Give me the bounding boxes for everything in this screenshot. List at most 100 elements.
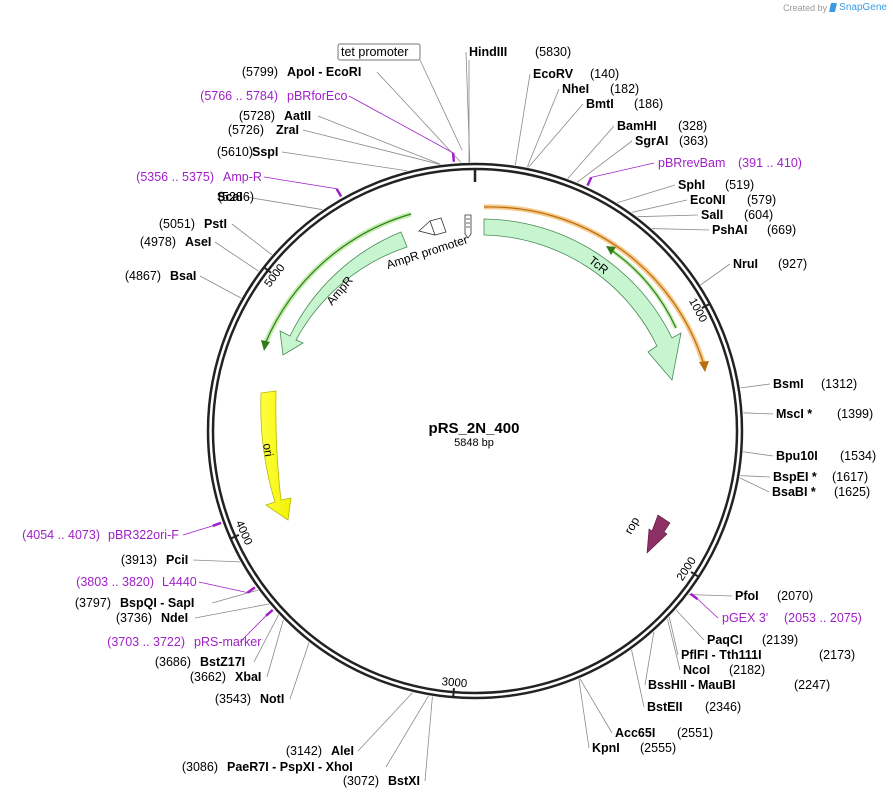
enzyme-site-bsmi[interactable]: BsmI(1312) — [773, 377, 857, 391]
primer-position: (5356 .. 5375) — [136, 170, 214, 184]
enzyme-site-bstz17i[interactable]: (3686)BstZ17I — [155, 655, 245, 669]
enzyme-site-zrai[interactable]: (5726)ZraI — [228, 123, 299, 137]
enzyme-site-paer7i[interactable]: (3086)PaeR7I - PspXI - XhoI — [182, 760, 353, 774]
feature-tet-promoter[interactable] — [464, 214, 472, 239]
enzyme-site-econi[interactable]: EcoNI(579) — [690, 193, 776, 207]
primer-arc-green-right[interactable] — [606, 246, 678, 329]
tick-label-1000: 1000 — [686, 296, 709, 324]
feature-ampr-promoter[interactable] — [418, 217, 447, 236]
primer-prs-marker[interactable]: (3703 .. 3722)pRS-marker — [107, 635, 261, 649]
enzyme-name: AatII — [284, 109, 311, 123]
enzyme-site-bsshii[interactable]: BssHII - MauBI(2247) — [648, 678, 830, 692]
enzyme-site-bsabi[interactable]: BsaBI *(1625) — [772, 485, 870, 499]
enzyme-position: (140) — [590, 67, 619, 81]
enzyme-name: SalI — [701, 208, 723, 222]
enzyme-site-sgrai[interactable]: SgrAI(363) — [635, 134, 708, 148]
enzyme-site-ncoi[interactable]: NcoI (2182) — [683, 663, 765, 677]
enzyme-site-msci[interactable]: MscI *(1399) — [776, 407, 873, 421]
enzyme-position: (1534) — [840, 449, 876, 463]
primer-position: (4054 .. 4073) — [22, 528, 100, 542]
enzyme-site-kpni[interactable]: KpnI(2555) — [592, 741, 676, 755]
enzyme-site-pfoi[interactable]: PfoI(2070) — [735, 589, 813, 603]
enzyme-site-paqci[interactable]: PaqCI(2139) — [707, 633, 798, 647]
enzyme-site-ndei[interactable]: (3736)NdeI — [116, 611, 188, 625]
enzyme-position: (3142) — [286, 744, 322, 758]
primer-position: (2053 .. 2075) — [784, 611, 862, 625]
enzyme-site-xbai[interactable]: (3662)XbaI — [190, 670, 262, 684]
enzyme-site-sali[interactable]: SalI(604) — [701, 208, 773, 222]
enzyme-site-bmti[interactable]: BmtI(186) — [586, 97, 663, 111]
enzyme-site-bamhi[interactable]: BamHI(328) — [617, 119, 707, 133]
enzyme-name: BsaBI * — [772, 485, 816, 499]
enzyme-position: (519) — [725, 178, 754, 192]
enzyme-name: BsaI — [170, 269, 196, 283]
enzyme-position: (579) — [747, 193, 776, 207]
leader-lines — [182, 51, 774, 782]
plasmid-name: pRS_2N_400 — [429, 420, 520, 437]
enzyme-position: (3072) — [343, 774, 379, 788]
enzyme-position: (5726) — [228, 123, 264, 137]
enzyme-position: (3736) — [116, 611, 152, 625]
enzyme-site-bpu10i[interactable]: Bpu10I(1534) — [776, 449, 876, 463]
enzyme-name: PstI — [204, 217, 227, 231]
primer-name: pBR322ori-F — [108, 528, 179, 542]
enzyme-site-bsai[interactable]: (4867)BsaI — [125, 269, 197, 283]
enzyme-name: Acc65I — [615, 726, 655, 740]
primer-l4440[interactable]: (3803 .. 3820)L4440 — [76, 575, 197, 589]
enzyme-site-bspei[interactable]: BspEI *(1617) — [773, 470, 868, 484]
enzyme-position: (5830) — [535, 45, 571, 59]
enzyme-site-aatii[interactable]: (5728)AatII — [239, 109, 311, 123]
primer-name: pBRforEco — [287, 89, 347, 103]
enzyme-position: (186) — [634, 97, 663, 111]
enzyme-site-scai[interactable]: (5286)ScaI — [217, 190, 254, 204]
primer-pbr322ori-f[interactable]: (4054 .. 4073) pBR322ori-F — [22, 528, 179, 542]
enzyme-site-acc65i[interactable]: Acc65I(2551) — [615, 726, 713, 740]
enzyme-site-nrui[interactable]: NruI(927) — [733, 257, 807, 271]
tick-mark-5000 — [262, 265, 272, 274]
enzyme-site-apoi[interactable]: (5799)ApoI - EcoRI — [242, 65, 361, 79]
primer-amp-r[interactable]: (5356 .. 5375)Amp-R — [136, 170, 262, 184]
primer-pbrforeco[interactable]: (5766 .. 5784)pBRforEco — [200, 89, 347, 103]
enzyme-site-bsteii[interactable]: BstEII(2346) — [647, 700, 741, 714]
primer-pbrrevbam[interactable]: pBRrevBam(391 .. 410) — [658, 156, 802, 170]
tick-mark-1000 — [701, 302, 712, 310]
rop-label: rop — [621, 514, 642, 536]
enzyme-position: (2182) — [729, 663, 765, 677]
site-labels: HindIII(5830) EcoRV(140)NheI(182)BmtI(186… — [22, 45, 876, 788]
enzyme-site-nhei[interactable]: NheI(182) — [562, 82, 639, 96]
enzyme-site-hindiii[interactable]: HindIII(5830) — [469, 45, 571, 59]
enzyme-site-sspi[interactable]: (5610)SspI — [217, 145, 279, 159]
enzyme-site-asei[interactable]: (4978)AseI — [140, 235, 212, 249]
enzyme-site-ecorv[interactable]: EcoRV(140) — [533, 67, 619, 81]
enzyme-site-bstxi[interactable]: (3072) BstXI — [343, 774, 420, 788]
enzyme-position: (3543) — [215, 692, 251, 706]
enzyme-site-alei[interactable]: (3142)AleI — [286, 744, 354, 758]
enzyme-name: NcoI — [683, 663, 710, 677]
enzyme-position: (2070) — [777, 589, 813, 603]
enzyme-position: (2173) — [819, 648, 855, 662]
enzyme-position: (1399) — [837, 407, 873, 421]
credit-watermark: Created by SnapGene — [783, 2, 887, 13]
primer-arc-green-left[interactable] — [261, 211, 412, 351]
feature-rop[interactable] — [646, 514, 671, 554]
tet-promoter-callout[interactable]: tet promoter — [337, 43, 421, 61]
enzyme-site-psti[interactable]: (5051)PstI — [159, 217, 227, 231]
enzyme-site-pshai[interactable]: PshAI(669) — [712, 223, 796, 237]
feature-tcr[interactable] — [483, 218, 682, 381]
enzyme-name: BstXI — [388, 774, 420, 788]
primer-pgex-3-[interactable]: pGEX 3'(2053 .. 2075) — [722, 611, 862, 625]
enzyme-position: (2139) — [762, 633, 798, 647]
enzyme-name: BspQI - SapI — [120, 596, 194, 610]
enzyme-site-sphi[interactable]: SphI(519) — [678, 178, 754, 192]
feature-ori[interactable] — [260, 390, 292, 521]
enzyme-site-pflfi[interactable]: PflFI - Tth111I(2173) — [681, 648, 855, 662]
enzyme-name: BsmI — [773, 377, 804, 391]
feature-ampr[interactable] — [279, 231, 408, 356]
primer-arc-orange[interactable] — [483, 204, 709, 372]
enzyme-name: ApoI - EcoRI — [287, 65, 361, 79]
enzyme-site-bspqi[interactable]: (3797)BspQI - SapI — [75, 596, 194, 610]
primer-position: (3703 .. 3722) — [107, 635, 185, 649]
enzyme-site-noti[interactable]: (3543)NotI — [215, 692, 284, 706]
enzyme-site-pcii[interactable]: (3913)PciI — [121, 553, 188, 567]
